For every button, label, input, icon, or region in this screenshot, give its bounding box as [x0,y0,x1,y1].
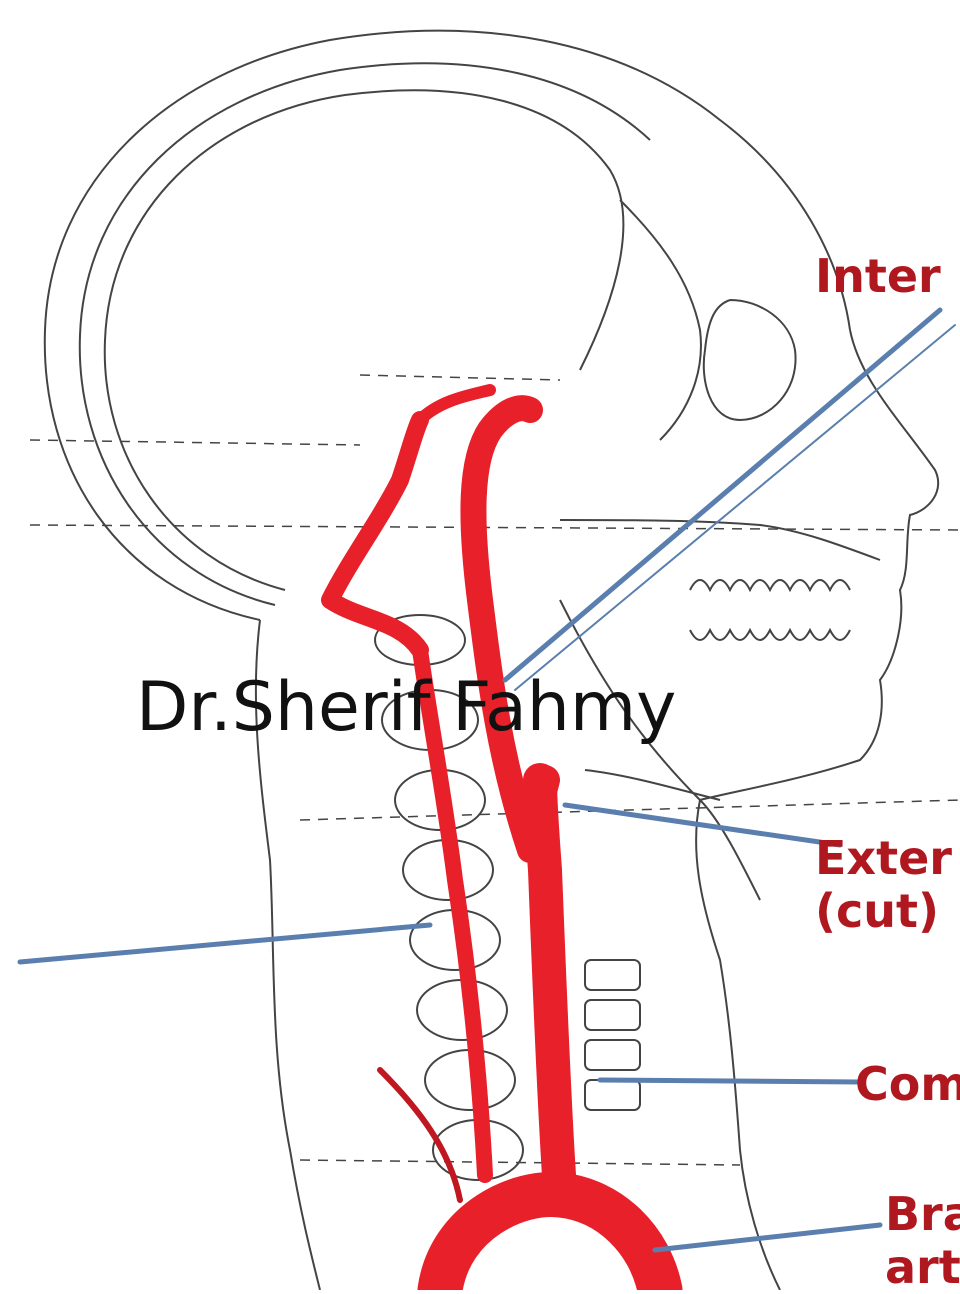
neck-front [696,800,780,1290]
label-internal-carotid: Inter [815,250,941,303]
arrow-external-carotid [565,805,840,845]
orbit [704,300,796,420]
label-internal-text: Inter [815,249,941,303]
skull-innermost [105,90,624,590]
arteries [330,390,660,1290]
external-carotid-artery [540,780,545,820]
label-common-carotid: Com [855,1058,960,1111]
arrow-internal-carotid [505,310,940,680]
hyoid-bone [585,770,720,800]
skull-outline [45,31,850,620]
label-common-text: Com [855,1057,960,1111]
internal-carotid-artery [473,408,530,850]
arrow-common-carotid [600,1080,860,1082]
label-external-line2: (cut) [815,885,952,938]
face-profile [700,330,938,800]
cerebral-branch [420,390,490,420]
arch-branch-small [380,1070,460,1200]
common-carotid-artery [540,780,560,1190]
arrow-vertebral [20,925,430,962]
label-external-line1: Exter [815,832,952,885]
arrow-brachiocephalic [655,1225,880,1250]
aortic-arch [440,1194,660,1290]
label-external-carotid: Exter (cut) [815,832,952,938]
label-brachio-line2: art [885,1241,960,1294]
nasal-structure [620,200,701,440]
arrow-internal-carotid-shadow [515,325,955,690]
maxilla [560,520,880,560]
label-brachio-line1: Bra [885,1188,960,1241]
label-brachiocephalic: Bra art [885,1188,960,1294]
trachea [585,960,640,1110]
watermark-text: Dr.Sherif Fahmy [136,668,676,747]
teeth [690,580,850,640]
mandible [560,600,760,900]
